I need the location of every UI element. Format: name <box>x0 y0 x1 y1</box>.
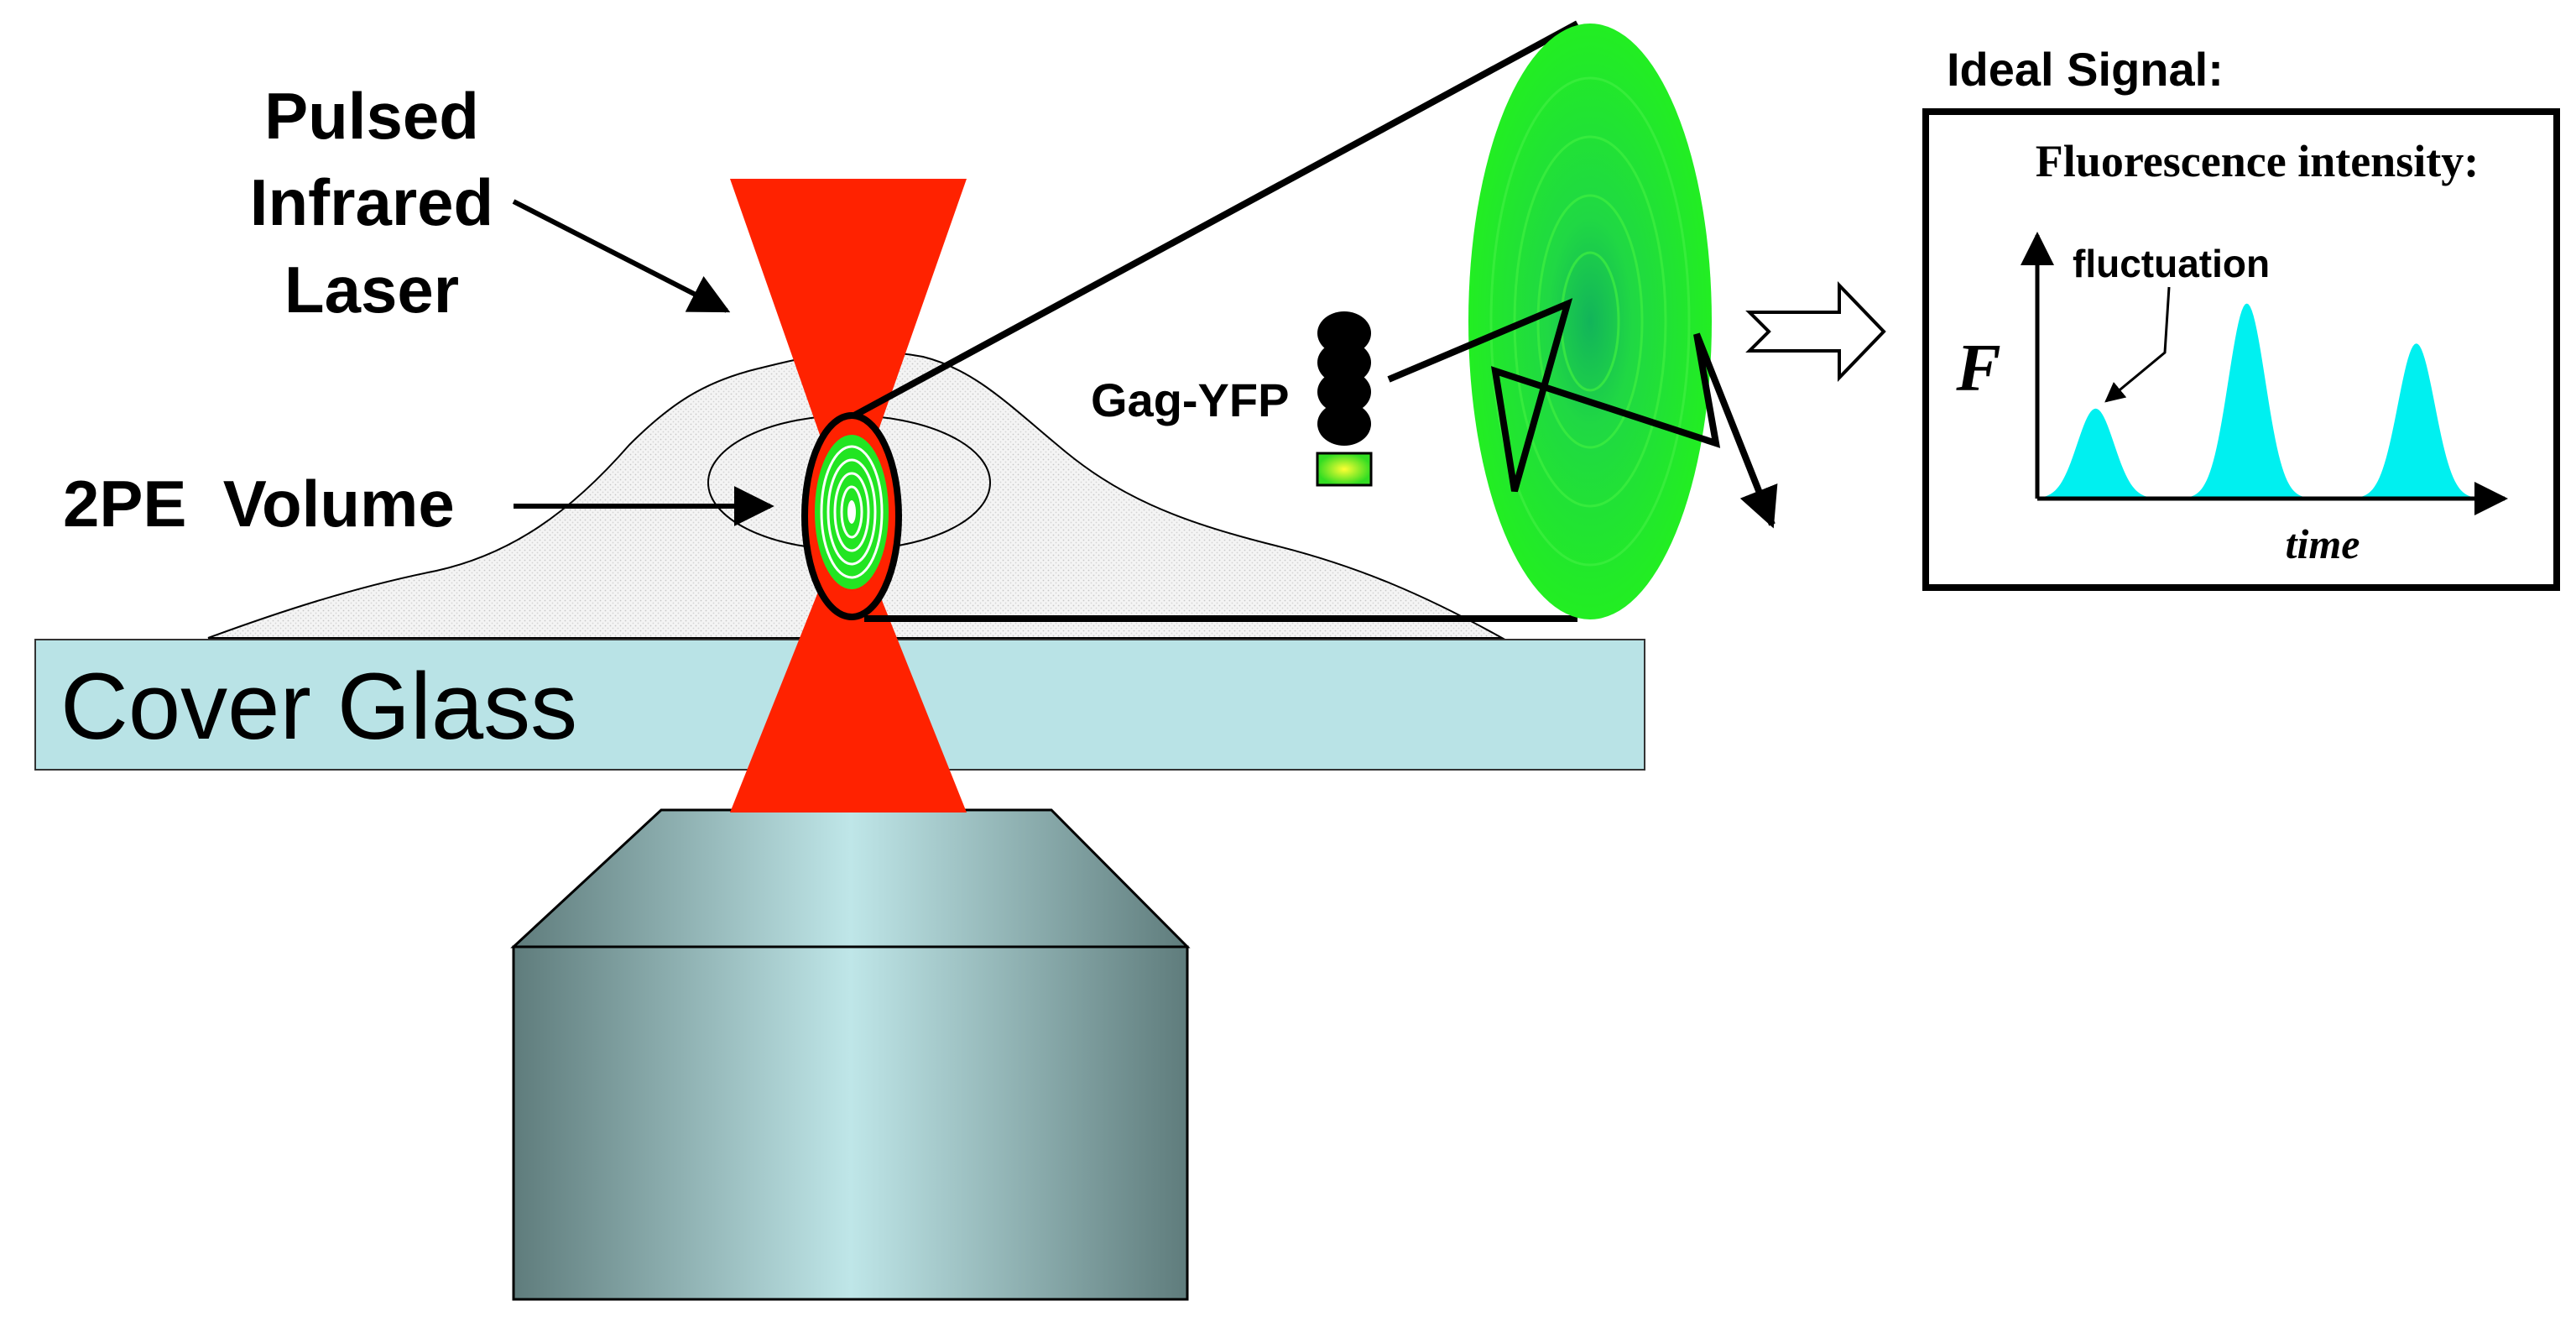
volume-label: 2PE Volume <box>63 467 455 541</box>
signal-panel: Fluorescence intensity: F time fluctuati… <box>1922 108 2560 591</box>
cover-glass-label: Cover Glass <box>60 654 577 759</box>
signal-peak-2 <box>2189 303 2304 499</box>
diffusion-trajectory <box>1387 298 1778 529</box>
laser-label-line-1: Pulsed <box>264 79 479 153</box>
gag-yfp-molecule <box>1316 311 1373 487</box>
signal-y-axis-label: F <box>1955 332 2000 405</box>
ideal-signal-label: Ideal Signal: <box>1947 43 2224 96</box>
signal-x-axis-label: time <box>2286 520 2360 567</box>
gag-yfp-label: Gag-YFP <box>1091 374 1289 426</box>
two-photon-volume <box>801 412 902 620</box>
laser-label-line-3: Laser <box>284 253 459 327</box>
signal-peak-3 <box>2359 343 2474 499</box>
fluctuation-pointer <box>2104 286 2171 403</box>
signal-peaks <box>2038 303 2474 499</box>
fluctuation-annotation: fluctuation <box>2073 242 2270 285</box>
laser-label-arrow <box>512 199 731 313</box>
output-arrow <box>1745 281 1886 382</box>
signal-peak-1 <box>2038 408 2153 499</box>
zoom-line-top <box>853 20 1579 419</box>
signal-panel-heading: Fluorescence intensity: <box>2036 136 2479 186</box>
fluorescence-disc <box>1468 24 1712 619</box>
laser-label-line-2: Infrared <box>250 165 493 239</box>
objective-lens <box>510 808 1191 1301</box>
